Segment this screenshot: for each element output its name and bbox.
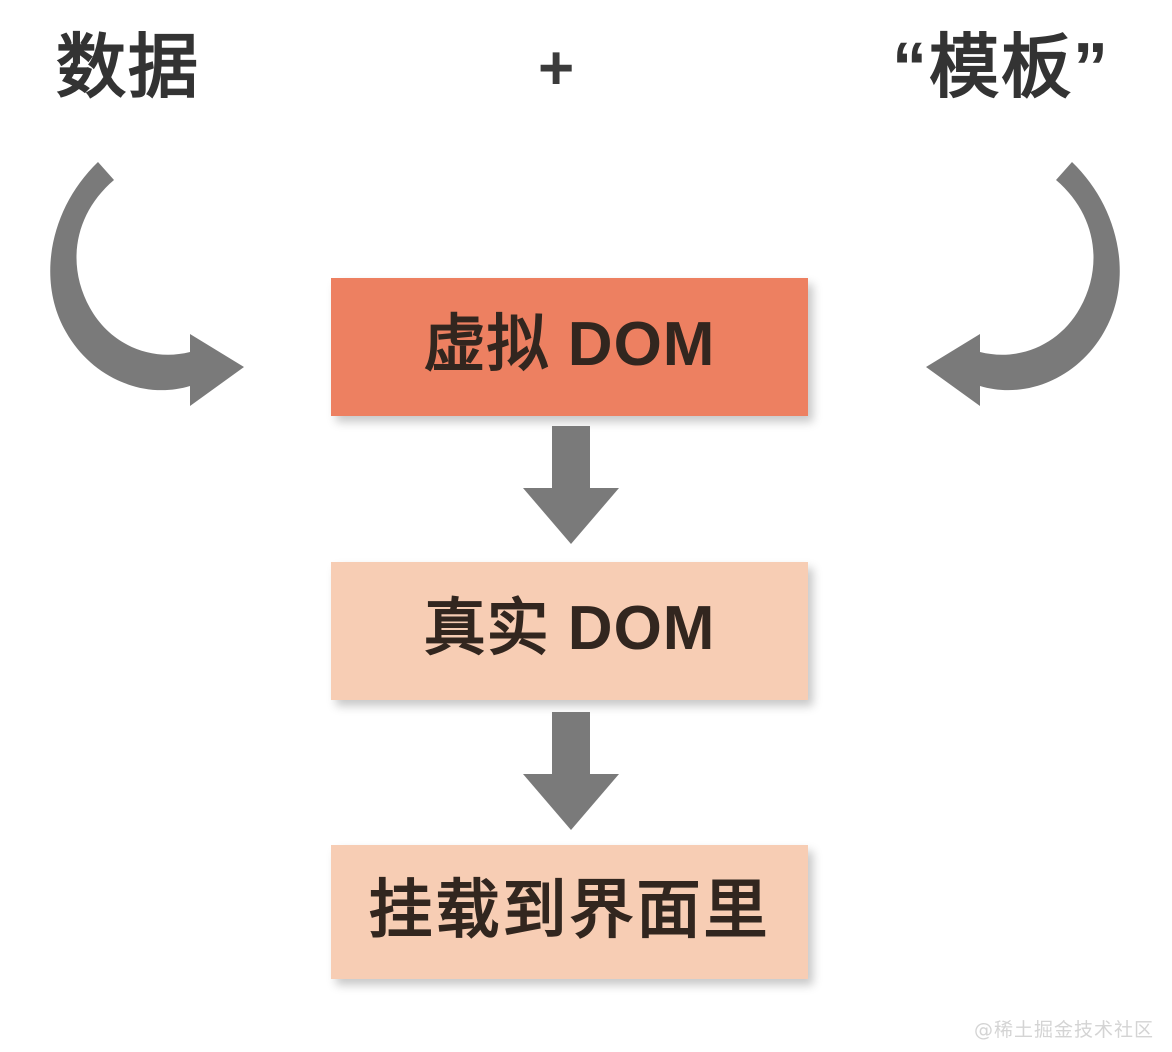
step-box-label: 虚拟 DOM: [423, 310, 716, 379]
step-box-label: 挂载到界面里: [368, 874, 771, 946]
label-data: 数据: [56, 28, 200, 106]
label-template: “模板”: [892, 28, 1110, 106]
step-box-label: 真实 DOM: [423, 594, 716, 663]
arrow-down-icon: [519, 426, 623, 551]
step-box-real-dom[interactable]: 真实 DOM: [331, 562, 808, 700]
arrow-down-icon: [519, 712, 623, 837]
curved-arrow-down-left-icon: [918, 152, 1148, 417]
step-box-mount[interactable]: 挂载到界面里: [331, 845, 808, 979]
watermark: @稀土掘金技术社区: [973, 1019, 1154, 1041]
curved-arrow-down-right-icon: [22, 152, 252, 417]
plus-operator: +: [538, 34, 575, 103]
step-box-virtual-dom[interactable]: 虚拟 DOM: [331, 278, 808, 416]
